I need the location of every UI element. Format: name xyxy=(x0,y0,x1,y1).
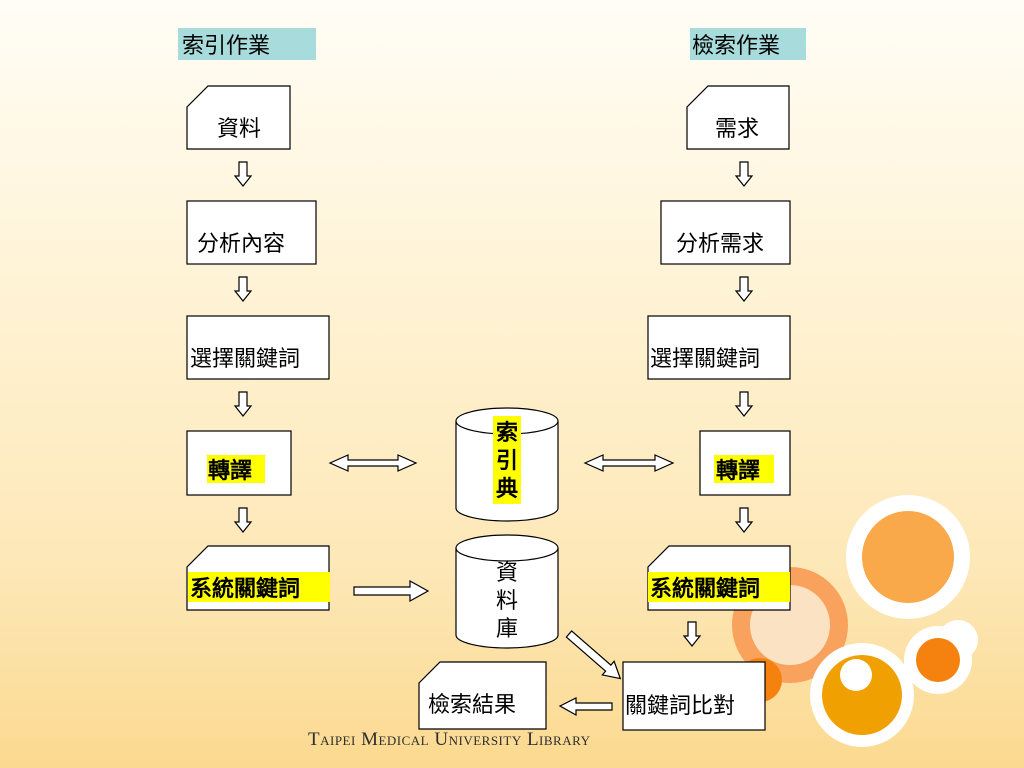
translate-highlight-left xyxy=(207,455,265,483)
analyze-content-box xyxy=(186,200,317,265)
down-arrow-icon xyxy=(683,621,701,647)
data-card xyxy=(186,85,291,150)
footer-library-name: Taipei Medical University Library xyxy=(308,729,591,750)
translate-label-right: 轉譯 xyxy=(716,458,760,484)
analyze-content-label: 分析內容 xyxy=(197,232,285,257)
database-char: 庫 xyxy=(496,617,518,642)
down-arrow-icon xyxy=(735,161,753,187)
down-arrow-icon xyxy=(234,276,252,302)
decorative-circles xyxy=(732,495,978,747)
decorative-circle xyxy=(862,511,954,603)
search-results-label: 檢索結果 xyxy=(428,693,516,718)
need-label: 需求 xyxy=(715,117,759,142)
translate-highlight-right xyxy=(714,455,774,483)
analyze-need-label: 分析需求 xyxy=(676,232,764,257)
thesaurus-char: 引 xyxy=(496,448,518,474)
analyze-need-box xyxy=(660,200,791,265)
down-arrow-icon xyxy=(735,507,753,533)
down-arrow-icon xyxy=(735,276,753,302)
decorative-circle xyxy=(840,659,872,691)
double-arrow-icon xyxy=(583,454,675,472)
search-results-card xyxy=(418,661,547,730)
database-char: 資 xyxy=(496,561,518,586)
decorative-circle xyxy=(916,638,960,682)
down-arrow-icon xyxy=(234,391,252,417)
select-keywords-label-right: 選擇關鍵詞 xyxy=(650,347,760,372)
left-arrow-icon xyxy=(558,697,613,717)
down-arrow-icon xyxy=(735,391,753,417)
double-arrow-icon xyxy=(328,454,418,472)
translate-label-left: 轉譯 xyxy=(208,458,252,484)
keyword-matching-label: 關鍵詞比對 xyxy=(625,694,735,719)
database-cylinder: 資 料 庫 xyxy=(455,534,559,649)
select-keywords-box-left xyxy=(186,315,330,380)
need-card xyxy=(686,85,790,150)
indexing-header: 索引作業 xyxy=(182,34,270,59)
diagonal-arrow-icon xyxy=(565,630,622,680)
system-keywords-highlight-right xyxy=(648,572,790,602)
system-keywords-label-right: 系統關鍵詞 xyxy=(650,576,760,602)
thesaurus-cylinder: 索 引 典 xyxy=(455,407,559,522)
database-char: 料 xyxy=(496,589,518,614)
down-arrow-icon xyxy=(234,507,252,533)
retrieval-header-bg xyxy=(690,28,806,60)
thesaurus-char: 典 xyxy=(496,476,518,502)
select-keywords-label-left: 選擇關鍵詞 xyxy=(190,347,300,372)
system-keywords-label-left: 系統關鍵詞 xyxy=(190,576,300,602)
retrieval-header: 檢索作業 xyxy=(692,34,780,59)
down-arrow-icon xyxy=(234,161,252,187)
data-label: 資料 xyxy=(217,117,261,142)
thesaurus-char: 索 xyxy=(496,420,518,446)
thesaurus-highlight xyxy=(493,416,521,504)
system-keywords-highlight-left xyxy=(188,572,330,602)
keyword-matching-box xyxy=(622,661,766,731)
right-arrow-icon xyxy=(353,579,430,603)
select-keywords-box-right xyxy=(647,315,791,380)
indexing-header-bg xyxy=(178,28,316,60)
